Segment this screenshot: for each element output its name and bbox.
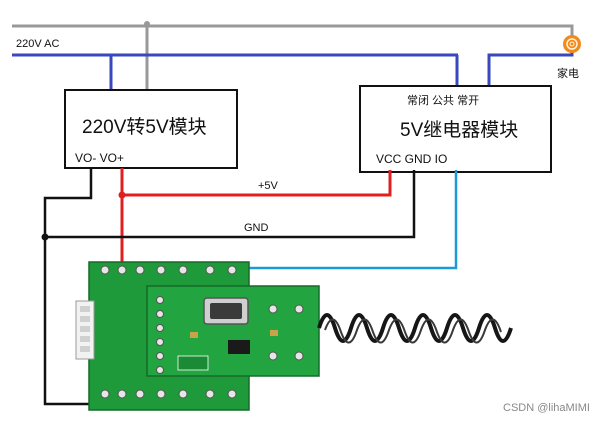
supply-label: 220V AC bbox=[16, 38, 59, 50]
plus5v-junction-dot bbox=[118, 191, 126, 199]
power-module bbox=[64, 89, 238, 169]
gnd-junction-dot bbox=[41, 233, 49, 241]
relay-module-pins: VCC GND IO bbox=[376, 152, 447, 166]
power-module-title: 220V转5V模块 bbox=[82, 116, 207, 138]
appliance-label: 家电 bbox=[557, 66, 579, 80]
watermark: CSDN @lihaMIMI bbox=[503, 402, 590, 414]
coiled-antenna bbox=[317, 313, 513, 344]
neutral-junction-dot bbox=[144, 21, 150, 27]
relay-contacts-label: 常闭 公共 常开 bbox=[407, 94, 479, 107]
rf-receiver-board bbox=[75, 261, 320, 411]
gnd-label: GND bbox=[244, 222, 269, 234]
plus5v-wire bbox=[120, 168, 392, 270]
io-signal-wire bbox=[236, 170, 458, 270]
light-bulb-icon bbox=[563, 35, 581, 53]
ac-supply-wire bbox=[12, 50, 574, 90]
power-module-pins: VO- VO+ bbox=[75, 151, 124, 165]
plus5v-label: +5V bbox=[258, 180, 279, 192]
relay-module-title: 5V继电器模块 bbox=[400, 119, 518, 141]
